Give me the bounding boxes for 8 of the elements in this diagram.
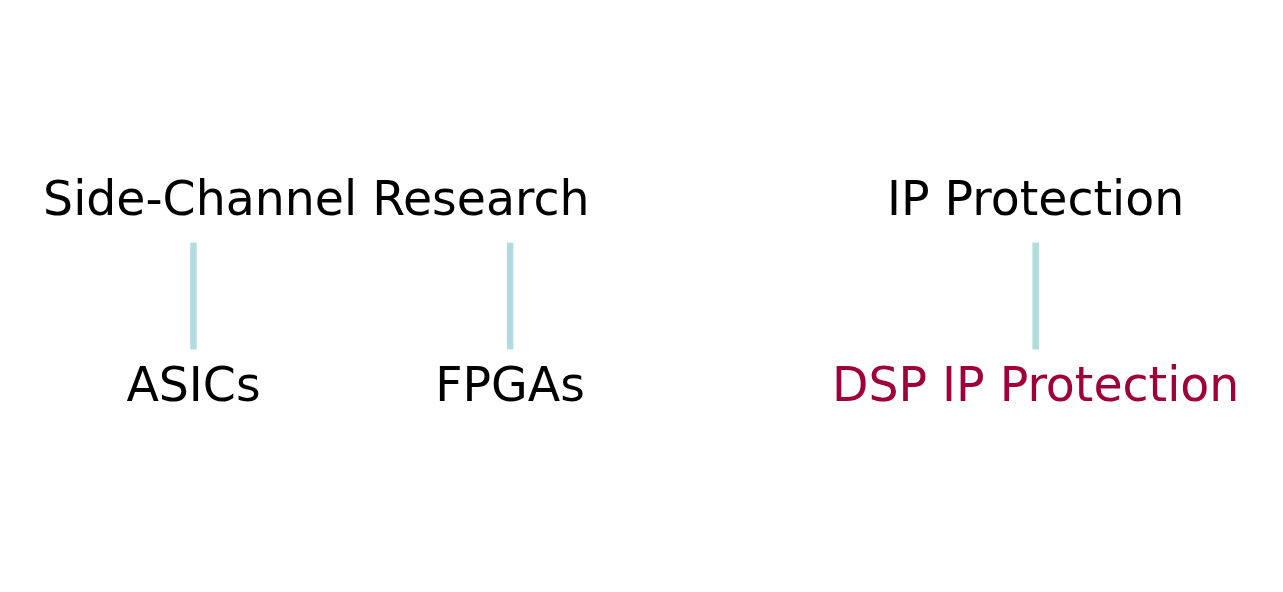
connector <box>190 242 197 350</box>
node-text: IP Protection <box>887 171 1185 227</box>
connector <box>506 242 514 350</box>
node-text: Side-Channel Research <box>43 171 590 227</box>
node-text: FPGAs <box>435 356 585 412</box>
node-text: ASICs <box>126 356 261 412</box>
connector <box>1032 242 1039 350</box>
node-text: DSP IP Protection <box>831 356 1240 412</box>
